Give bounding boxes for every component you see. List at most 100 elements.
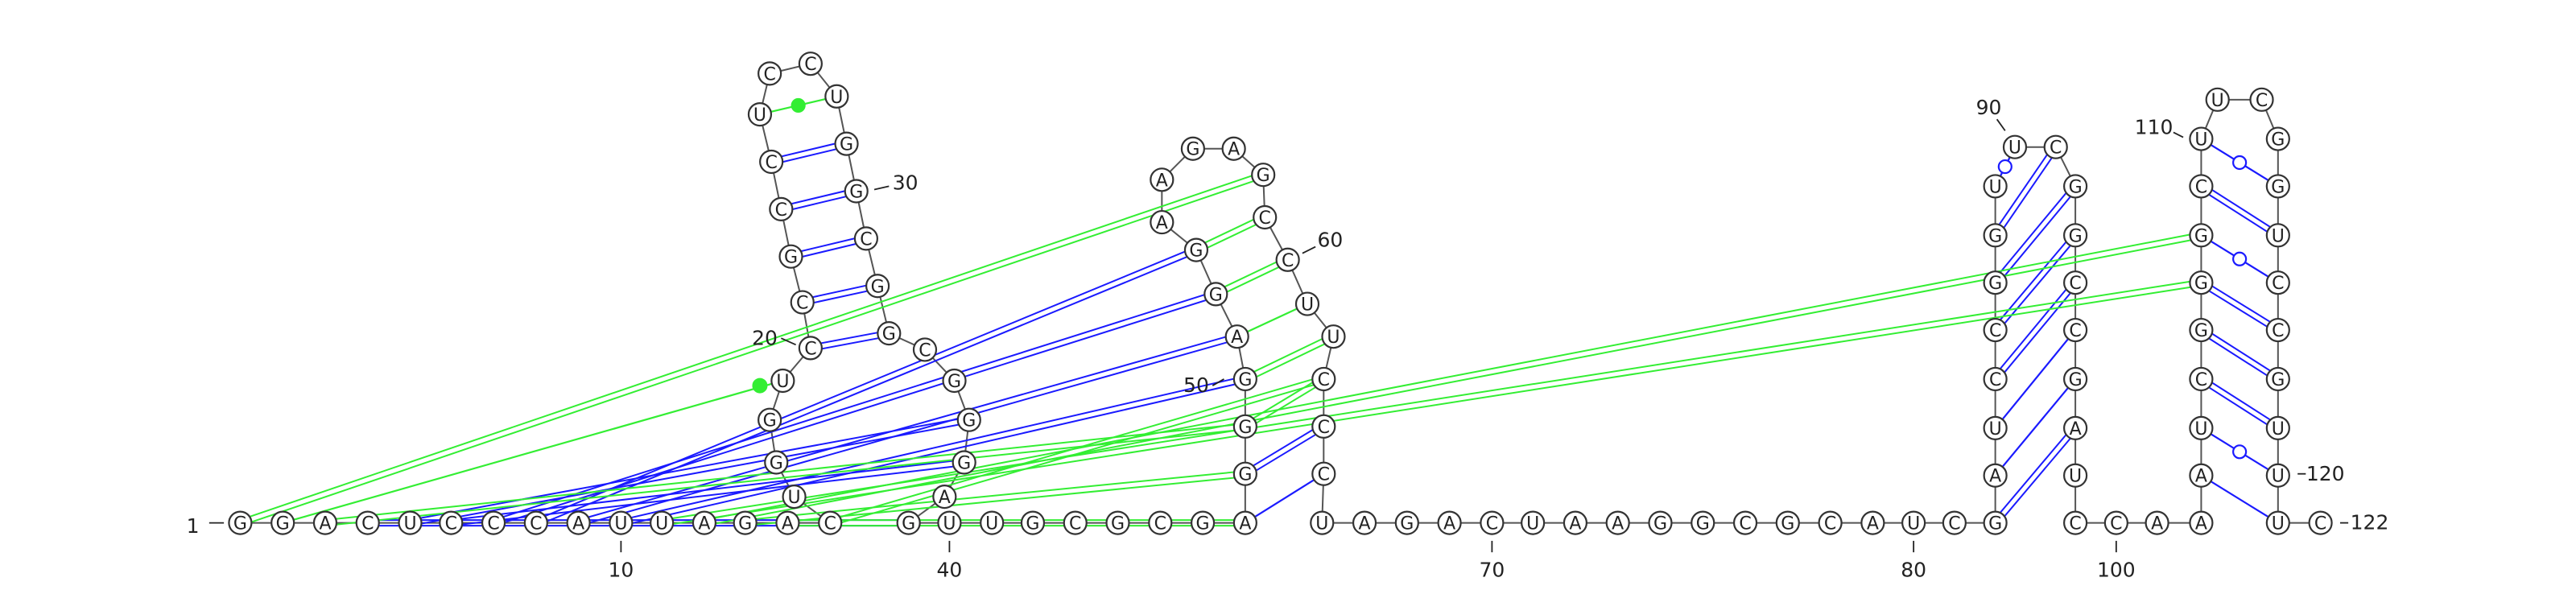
- nucleotide-letter: G: [738, 514, 752, 534]
- nucleotide-letter: G: [763, 411, 777, 431]
- nucleotide-circle: [1983, 223, 2008, 248]
- position-label-90: 90: [1976, 96, 2002, 119]
- base-pair-line: [2202, 327, 2281, 378]
- nucleotide-letter: G: [1111, 514, 1125, 534]
- nucleotide-circle: [798, 336, 823, 361]
- nucleotide-circle: [2189, 126, 2214, 151]
- base-pair-line: [324, 423, 1245, 522]
- nucleotide-circle: [775, 510, 800, 535]
- nucleotide-letter: G: [1988, 514, 2002, 534]
- position-label-10: 10: [608, 559, 634, 582]
- nucleotide-circle: [2103, 510, 2128, 535]
- nucleotide-circle: [759, 149, 784, 175]
- nucleotide-circle: [844, 179, 869, 204]
- nucleotide-letter: A: [1443, 514, 1455, 534]
- position-tick: [1212, 378, 1224, 386]
- nucleotide-circle: [1063, 510, 1088, 535]
- nucleotide-circle: [818, 510, 843, 535]
- base-pair-line: [2199, 284, 2277, 333]
- base-pair-line: [1246, 427, 1326, 477]
- nucleotide-circle: [2265, 415, 2290, 440]
- base-pair-line: [535, 246, 1196, 522]
- nucleotide-letter: C: [919, 340, 931, 361]
- nucleotide-circle: [764, 450, 789, 475]
- base-pair-line: [1243, 333, 1333, 378]
- base-pair-line: [579, 338, 1238, 526]
- base-pair-line: [801, 282, 877, 301]
- position-label-30: 30: [893, 171, 919, 194]
- nucleotide-letter: G: [871, 277, 885, 297]
- nucleotide-letter: A: [1228, 140, 1240, 160]
- base-pair-line: [1994, 329, 2076, 429]
- nucleotide-circle: [2249, 87, 2274, 112]
- nucleotide-circle: [790, 290, 815, 315]
- nucleotide-circle: [2265, 463, 2290, 488]
- base-pair-line: [1246, 381, 1326, 430]
- nucleotide-circle: [609, 510, 634, 535]
- nucleotide-circle: [770, 368, 795, 394]
- nucleotide-letter: C: [2050, 138, 2062, 159]
- wobble-pair-marker: [1997, 159, 2013, 175]
- nucleotide-circle: [2063, 270, 2088, 295]
- nucleotide-circle: [733, 510, 758, 535]
- nucleotide-letter: U: [1301, 295, 1314, 316]
- nucleotide-circle: [2265, 223, 2290, 248]
- nucleotide-letter: C: [2195, 177, 2207, 197]
- wobble-pair-marker: [2232, 444, 2248, 460]
- base-pair-line: [2200, 474, 2279, 524]
- position-label-110: 110: [2135, 115, 2174, 138]
- position-label-20: 20: [752, 326, 778, 349]
- nucleotide-letter: G: [233, 514, 247, 534]
- nucleotide-circle: [2265, 366, 2290, 392]
- nucleotide-letter: U: [788, 488, 801, 508]
- base-pair-line: [803, 287, 879, 306]
- nucleotide-circle: [758, 407, 782, 432]
- nucleotide-letter: G: [1026, 514, 1039, 534]
- nucleotide-circle: [228, 510, 253, 535]
- nucleotide-circle: [270, 510, 295, 535]
- nucleotide-letter: G: [784, 248, 798, 268]
- nucleotide-letter: G: [1653, 514, 1667, 534]
- nucleotide-circle: [1437, 510, 1462, 535]
- nucleotide-letter: G: [1238, 370, 1252, 390]
- nucleotide-letter: C: [2256, 91, 2268, 111]
- nucleotide-letter: C: [1154, 514, 1166, 534]
- nucleotide-letter: C: [1259, 208, 1271, 229]
- nucleotide-circle: [1521, 510, 1546, 535]
- nucleotide-letter: G: [2194, 274, 2208, 294]
- nucleotide-circle: [1105, 510, 1130, 535]
- position-label-70: 70: [1479, 559, 1505, 582]
- nucleotide-letter: G: [957, 453, 971, 473]
- nucleotide-letter: G: [1238, 418, 1252, 438]
- nucleotide-letter: C: [824, 514, 836, 534]
- nucleotide-letter: C: [775, 200, 787, 221]
- nucleotide-letter: G: [2069, 177, 2083, 197]
- base-pair-line: [1992, 280, 2074, 378]
- nucleotide-letter: C: [796, 294, 808, 314]
- nucleotide-circle: [2189, 463, 2214, 488]
- base-pair-line: [781, 192, 857, 213]
- nucleotide-letter: C: [2314, 514, 2326, 534]
- nucleotide-letter: U: [2211, 91, 2224, 111]
- nucleotide-circle: [2063, 317, 2088, 343]
- nucleotide-letter: C: [1989, 321, 2001, 341]
- nucleotide-circle: [1294, 291, 1320, 316]
- base-pair-line: [770, 140, 846, 160]
- nucleotide-circle: [824, 84, 849, 109]
- nucleotide-letter: U: [2069, 467, 2082, 487]
- nucleotide-circle: [1150, 167, 1174, 192]
- nucleotide-circle: [2189, 510, 2214, 535]
- base-pair-line: [704, 237, 2202, 527]
- base-pair-line: [780, 188, 857, 208]
- base-pair-line: [1245, 338, 1335, 383]
- nucleotide-circle: [2189, 366, 2214, 392]
- nucleotide-circle: [896, 510, 921, 535]
- base-pair-line: [1992, 184, 2074, 282]
- nucleotide-circle: [1901, 510, 1926, 535]
- base-pair-line: [811, 335, 890, 352]
- nucleotide-letter: G: [1781, 514, 1794, 534]
- nucleotide-letter: C: [765, 153, 777, 173]
- nucleotide-circle: [2308, 510, 2333, 535]
- nucleotide-letter: U: [1327, 328, 1340, 348]
- nucleotide-letter: A: [1569, 514, 1581, 534]
